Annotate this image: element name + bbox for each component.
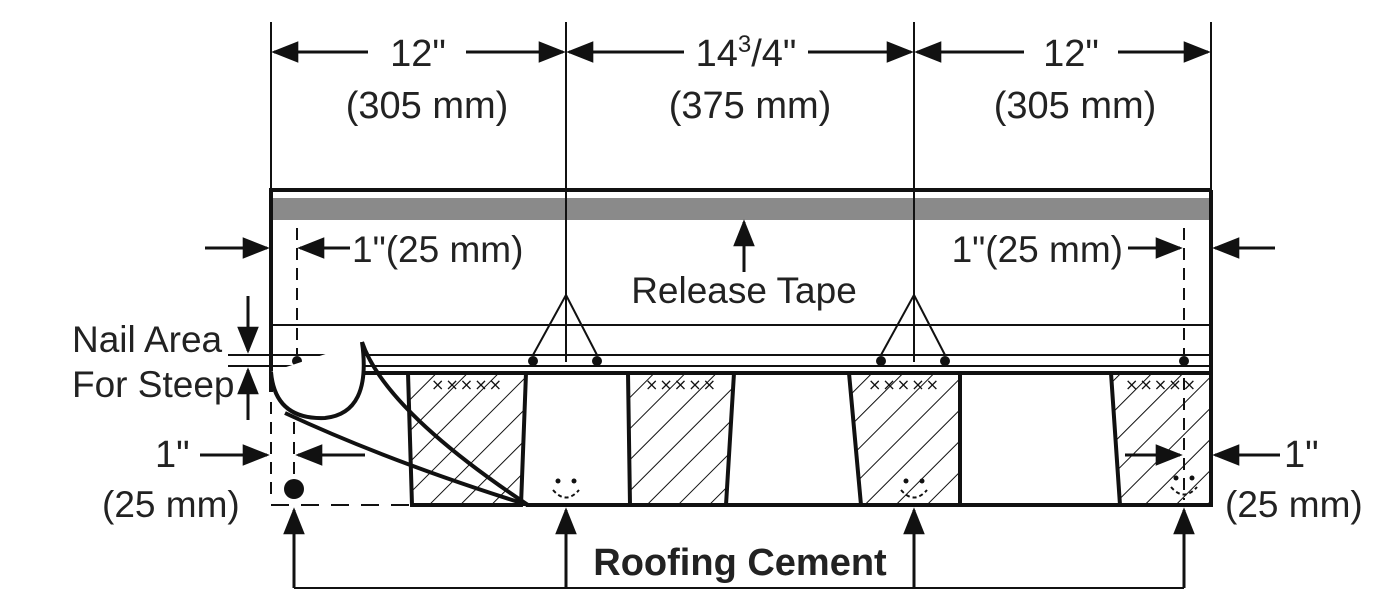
cement-dot xyxy=(284,479,304,499)
nail-dots xyxy=(292,356,1189,366)
middle-width-frac-rest: /4" xyxy=(751,33,796,75)
tab-3-cross-marks: ××××× xyxy=(868,375,940,394)
nail-fan-lines xyxy=(532,294,946,356)
nail-dot xyxy=(876,356,886,366)
middle-width-whole: 14 xyxy=(696,33,738,75)
left-top-offset-label: 1"(25 mm) xyxy=(352,229,523,270)
cement-blob xyxy=(900,478,928,499)
middle-width-frac-num: 3 xyxy=(738,31,751,58)
nail-area-label-line2: For Steep xyxy=(72,364,234,405)
cement-blob xyxy=(552,478,580,499)
nail-area-arrows xyxy=(228,296,271,420)
shingle-tabs: ××××× ××××× ××××× ××××× xyxy=(405,371,1213,507)
tab-1 xyxy=(405,371,529,507)
right-top-offset-label: 1"(25 mm) xyxy=(952,229,1123,270)
tab-1-cross-marks: ××××× xyxy=(431,375,503,394)
middle-width-inch-label: 143/4" xyxy=(696,31,797,75)
shingle-body xyxy=(269,188,1213,392)
middle-width-mm-label: (375 mm) xyxy=(669,85,832,127)
right-bottom-offset-mm: (25 mm) xyxy=(1225,484,1363,525)
left-bottom-offset-inch: 1" xyxy=(155,434,190,476)
release-tape-strip xyxy=(271,198,1211,220)
roofing-cement-blobs xyxy=(552,475,1198,499)
right-width-inch-label: 12" xyxy=(1043,33,1099,75)
roofing-cement-arrows xyxy=(283,507,1195,589)
left-width-inch-label: 12" xyxy=(390,33,446,75)
nail-dot xyxy=(592,356,602,366)
nail-dot xyxy=(1179,356,1189,366)
left-bottom-offset-mm: (25 mm) xyxy=(102,484,240,525)
release-tape-label: Release Tape xyxy=(631,270,857,311)
cement-blob xyxy=(1170,475,1198,496)
dimension-extension-lines xyxy=(270,22,1212,190)
right-bottom-offset-inch: 1" xyxy=(1284,434,1319,476)
tab-4-cross-marks: ××××× xyxy=(1125,375,1197,394)
tab-2-cross-marks: ××××× xyxy=(645,375,717,394)
right-width-mm-label: (305 mm) xyxy=(994,85,1157,127)
shingle-bottom-edge xyxy=(526,440,1213,507)
roofing-cement-label: Roofing Cement xyxy=(593,542,887,584)
peeled-corner xyxy=(269,341,530,507)
nail-dot xyxy=(940,356,950,366)
nail-dot xyxy=(528,356,538,366)
nail-area-label-line1: Nail Area xyxy=(72,319,223,360)
left-width-mm-label: (305 mm) xyxy=(346,85,509,127)
